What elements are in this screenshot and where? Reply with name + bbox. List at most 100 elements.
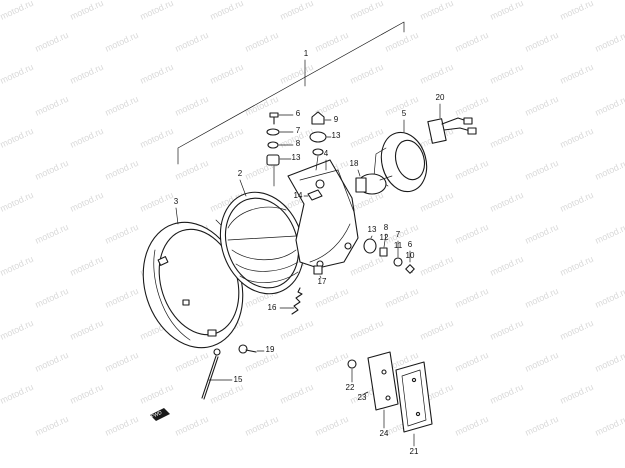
headlight-rim <box>142 219 244 349</box>
callout-label-6b: 6 <box>408 240 413 249</box>
callout-label-13a: 13 <box>292 153 301 162</box>
watermark-text: motod.ru <box>593 94 625 118</box>
assembly-bracket <box>177 21 405 165</box>
watermark-text: motod.ru <box>453 414 489 438</box>
watermark-text: motod.ru <box>593 350 625 374</box>
watermark-text: motod.ru <box>138 382 174 406</box>
watermark-text: motod.ru <box>68 126 104 150</box>
watermark-text: motod.ru <box>68 254 104 278</box>
callout-label-4: 4 <box>324 149 329 158</box>
callout-label-6a: 6 <box>296 109 301 118</box>
watermark-text: motod.ru <box>418 62 454 86</box>
callout-label-13b: 13 <box>332 131 341 140</box>
watermark-text: motod.ru <box>488 190 524 214</box>
watermark-text: motod.ru <box>383 30 419 54</box>
watermark-text: motod.ru <box>523 222 559 246</box>
callout-label-2: 2 <box>238 169 243 178</box>
watermark-text: motod.ru <box>138 126 174 150</box>
watermark-text: motod.ru <box>243 30 279 54</box>
callout-label-15: 15 <box>234 375 243 384</box>
watermark-text: motod.ru <box>33 286 69 310</box>
watermark-text: motod.ru <box>558 126 594 150</box>
watermark-text: motod.ru <box>558 0 594 22</box>
watermark-text: motod.ru <box>313 414 349 438</box>
watermark-text: motod.ru <box>348 0 384 22</box>
watermark-text: motod.ru <box>278 0 314 22</box>
watermark-text: motod.ru <box>523 158 559 182</box>
watermark-text: motod.ru <box>488 382 524 406</box>
watermark-text: motod.ru <box>0 126 35 150</box>
callout-label-8b: 8 <box>384 223 389 232</box>
adjuster-spring <box>291 287 303 315</box>
watermark-text: motod.ru <box>523 286 559 310</box>
leader-line-17 <box>319 275 322 279</box>
watermark-text: motod.ru <box>278 318 314 342</box>
long-screw <box>201 348 221 400</box>
watermark-text: motod.ru <box>418 318 454 342</box>
callout-label-12: 12 <box>380 233 389 242</box>
bulb-connector <box>427 117 477 144</box>
leader-line-2 <box>239 179 247 197</box>
callout-label-23: 23 <box>358 393 367 402</box>
side-hardware <box>363 238 415 274</box>
watermark-text: motod.ru <box>0 318 35 342</box>
watermark-text: motod.ru <box>558 190 594 214</box>
watermark-text: motod.ru <box>383 286 419 310</box>
callout-label-21: 21 <box>410 447 419 456</box>
watermark-text: motod.ru <box>68 382 104 406</box>
watermark-text: motod.ru <box>103 94 139 118</box>
watermark-text: motod.ru <box>313 30 349 54</box>
watermark-text: motod.ru <box>68 190 104 214</box>
rim-screw <box>238 344 257 354</box>
callout-label-10: 10 <box>406 251 415 260</box>
watermark-text: motod.ru <box>68 0 104 22</box>
callout-label-14: 14 <box>294 191 303 200</box>
watermark-text: motod.ru <box>0 190 35 214</box>
watermark-text: motod.ru <box>208 0 244 22</box>
watermark-text: motod.ru <box>593 30 625 54</box>
mounting-stud <box>313 265 323 275</box>
watermark-text: motod.ru <box>348 254 384 278</box>
fwd-label: FWD <box>150 410 163 420</box>
watermark-text: motod.ru <box>278 382 314 406</box>
callout-label-7b: 7 <box>396 230 401 239</box>
watermark-text: motod.ru <box>68 62 104 86</box>
leader-line-8b <box>383 233 387 248</box>
watermark-text: motod.ru <box>0 254 35 278</box>
callout-label-24: 24 <box>380 429 389 438</box>
callout-label-16: 16 <box>268 303 277 312</box>
callout-label-18: 18 <box>350 159 359 168</box>
callout-label-13c: 13 <box>368 225 377 234</box>
watermark-text: motod.ru <box>173 94 209 118</box>
watermark-text: motod.ru <box>488 254 524 278</box>
callout-label-5: 5 <box>402 109 407 118</box>
watermark-text: motod.ru <box>453 94 489 118</box>
upper-hardware <box>266 111 327 187</box>
watermark-text: motod.ru <box>488 318 524 342</box>
bulb <box>355 173 393 195</box>
watermark-text: motod.ru <box>33 94 69 118</box>
watermark-text: motod.ru <box>138 190 174 214</box>
watermark-text: motod.ru <box>453 222 489 246</box>
watermark-text: motod.ru <box>488 126 524 150</box>
leader-line-18 <box>357 169 361 177</box>
watermark-text: motod.ru <box>243 414 279 438</box>
watermark-text: motod.ru <box>103 286 139 310</box>
watermark-text: motod.ru <box>418 254 454 278</box>
watermark-text: motod.ru <box>453 350 489 374</box>
callout-label-1: 1 <box>304 49 309 58</box>
watermark-text: motod.ru <box>558 382 594 406</box>
watermark-text: motod.ru <box>348 318 384 342</box>
callout-label-9: 9 <box>334 115 339 124</box>
watermark-text: motod.ru <box>558 254 594 278</box>
case-clip <box>307 189 323 201</box>
watermark-text: motod.ru <box>0 62 35 86</box>
watermark-text: motod.ru <box>103 414 139 438</box>
watermark-text: motod.ru <box>453 30 489 54</box>
leader-lines <box>175 103 441 447</box>
watermark-text: motod.ru <box>0 0 35 22</box>
watermark-text: motod.ru <box>593 286 625 310</box>
watermark-text: motod.ru <box>33 350 69 374</box>
